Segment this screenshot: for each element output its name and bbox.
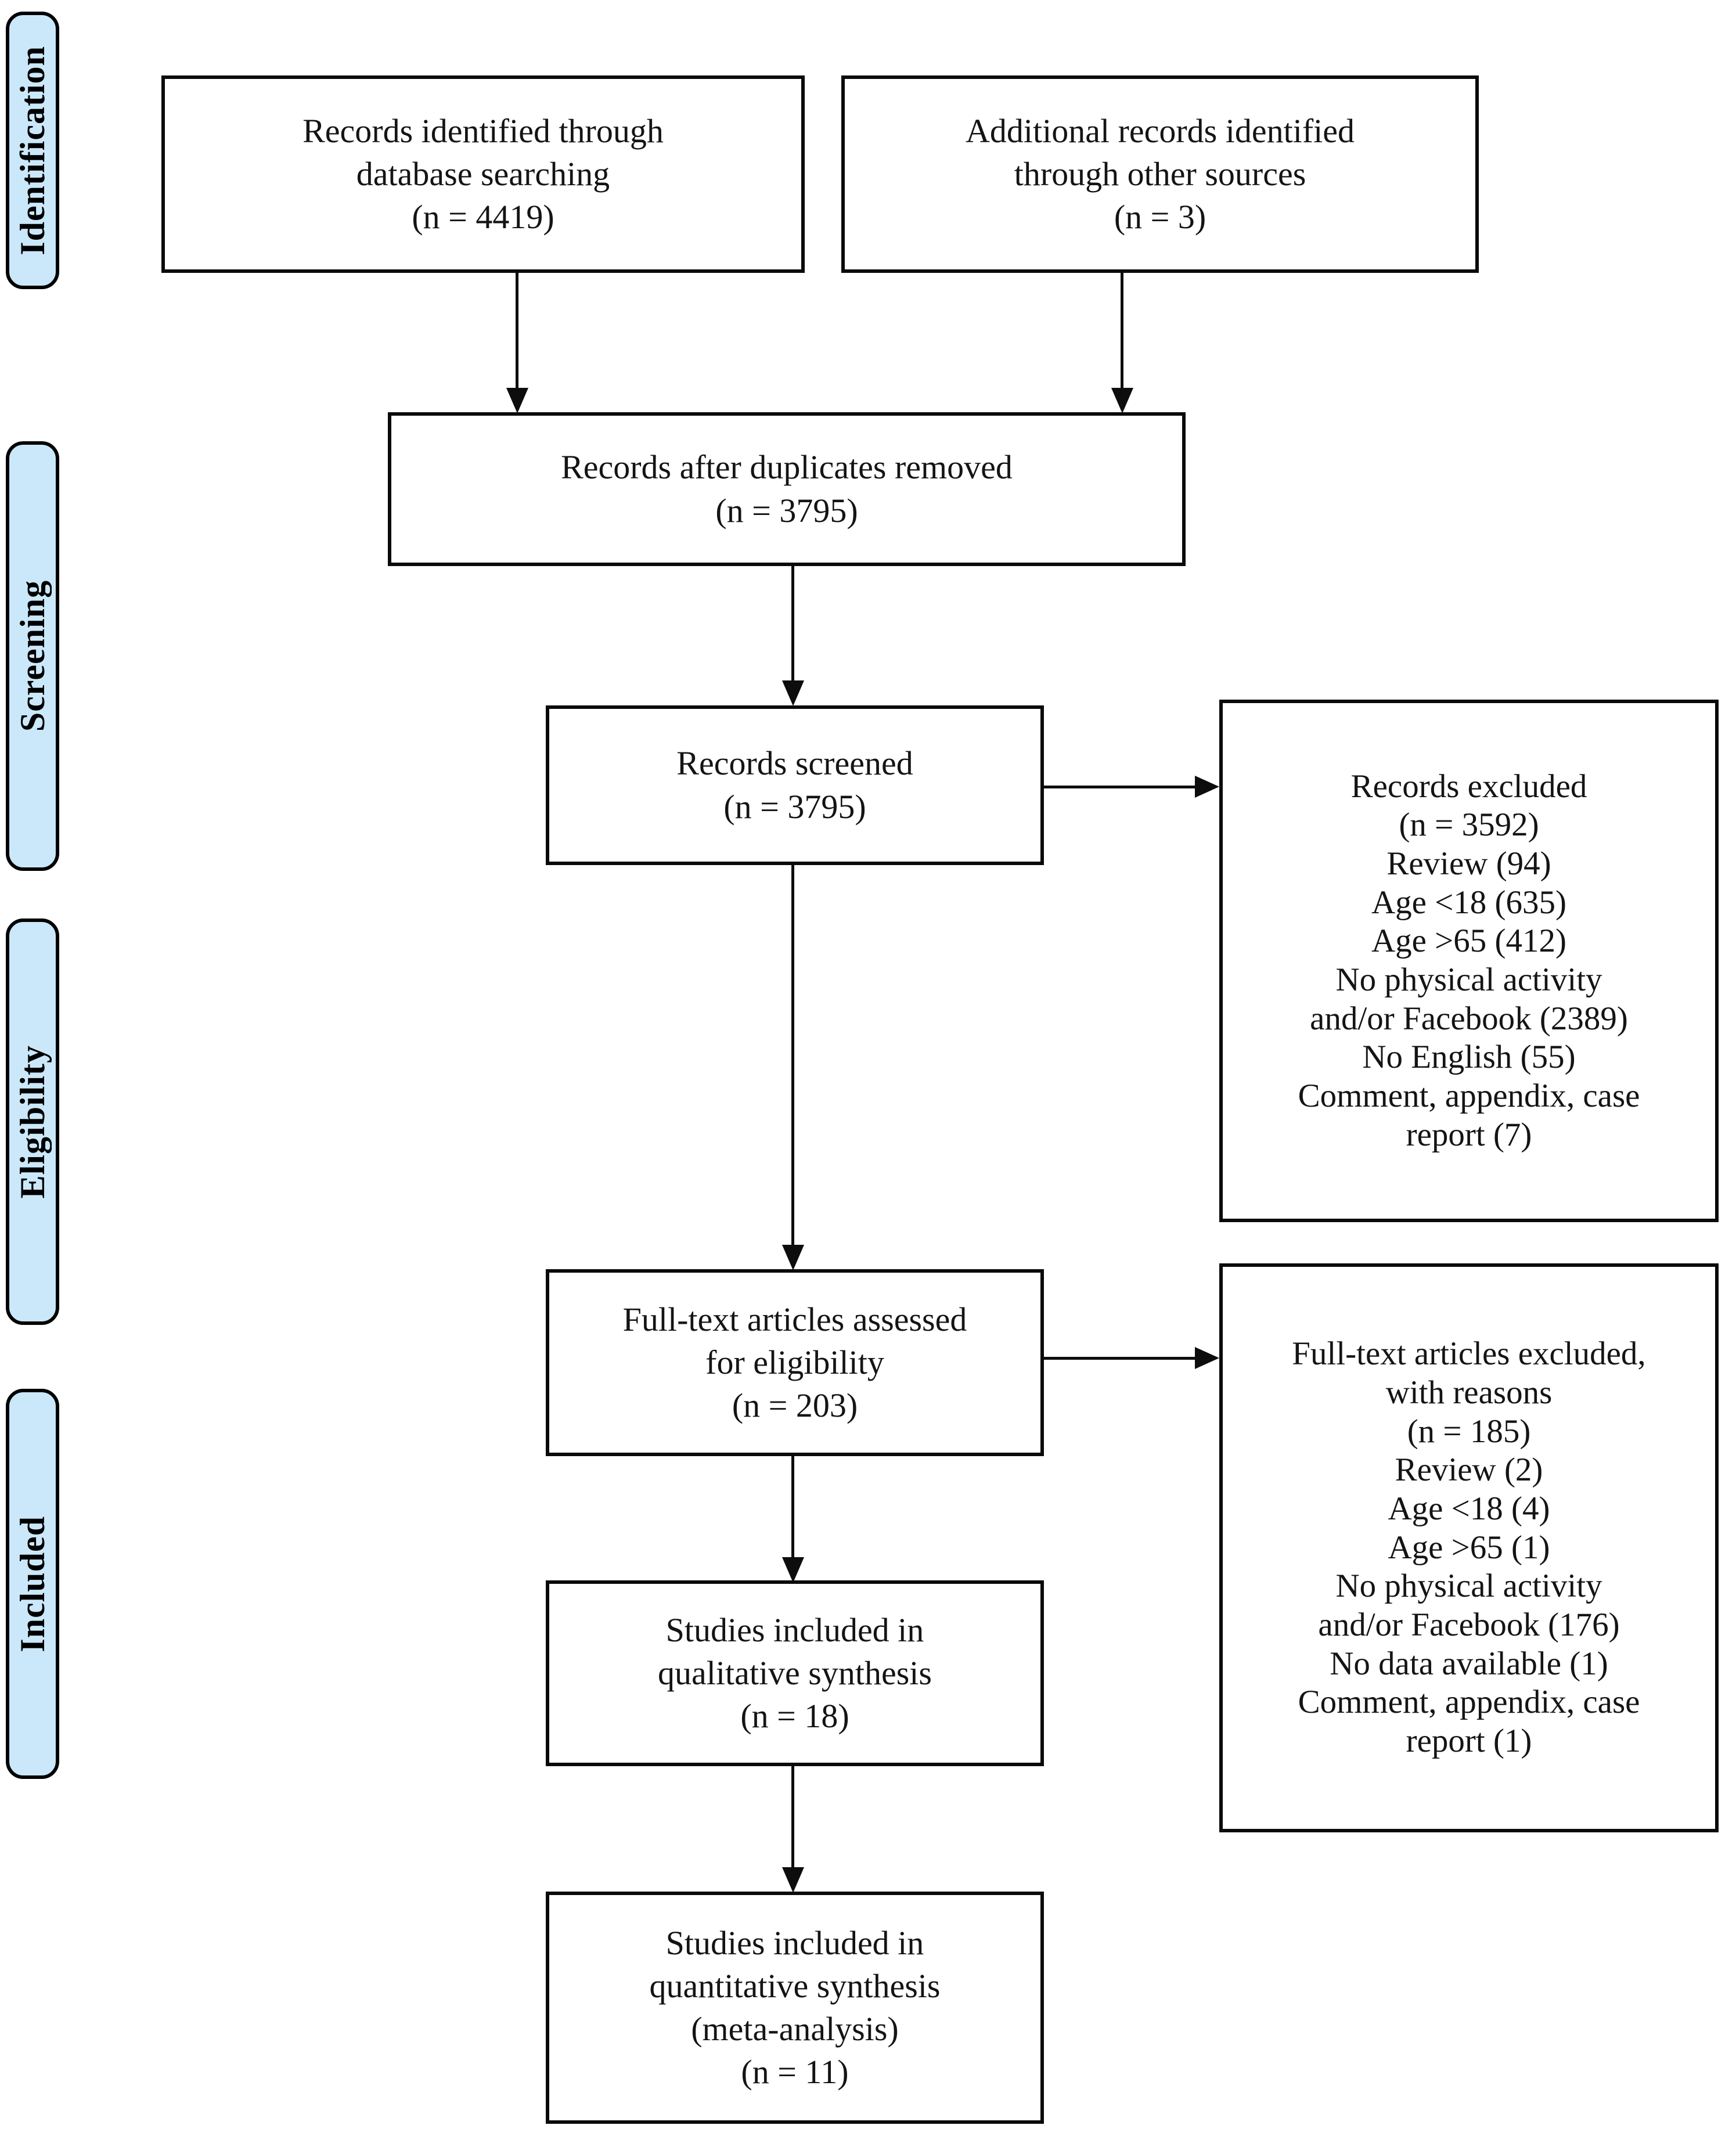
connector-qualitative-to-quantitative: [791, 1766, 794, 1871]
arrowhead-screened-to-excluded: [1195, 776, 1219, 798]
box-records-excluded-line-9: Comment, appendix, case: [1298, 1078, 1640, 1115]
box-records-excluded-line-8: No English (55): [1362, 1039, 1576, 1076]
stage-label-included-text: Included: [13, 1515, 52, 1652]
connector-additional-to-duplicates: [1121, 273, 1123, 402]
box-fulltext-excluded-line-4: Review (2): [1395, 1451, 1543, 1489]
arrowhead-fulltext-to-qualitative: [782, 1557, 804, 1583]
stage-label-identification: Identification: [6, 12, 59, 289]
box-fulltext-excluded-line-8: and/or Facebook (176): [1318, 1606, 1620, 1644]
box-additional-records-line-1: Additional records identified: [965, 111, 1355, 150]
box-records-excluded-line-4: Age <18 (635): [1371, 884, 1567, 921]
connector-identified-to-duplicates: [516, 273, 518, 402]
box-additional-records-line-3: (n = 3): [1114, 198, 1206, 236]
box-fulltext-assessed-line-3: (n = 203): [732, 1386, 858, 1425]
connector-screened-to-excluded: [1044, 786, 1201, 788]
box-fulltext-excluded-line-2: with reasons: [1385, 1374, 1553, 1411]
box-fulltext-excluded-line-7: No physical activity: [1335, 1568, 1602, 1605]
box-fulltext-assessed-line-2: for eligibility: [705, 1343, 884, 1381]
box-fulltext-excluded: Full-text articles excluded, with reason…: [1219, 1263, 1719, 1832]
arrowhead-fulltext-to-excluded: [1195, 1347, 1219, 1369]
box-records-identified: Records identified through database sear…: [161, 75, 805, 273]
box-records-excluded: Records excluded (n = 3592) Review (94) …: [1219, 700, 1719, 1222]
box-records-excluded-line-3: Review (94): [1386, 845, 1551, 882]
box-quantitative-synthesis-line-4: (n = 11): [741, 2053, 849, 2091]
box-records-screened-line-1: Records screened: [676, 744, 913, 783]
box-duplicates-removed-line-1: Records after duplicates removed: [561, 448, 1013, 487]
box-fulltext-assessed-line-1: Full-text articles assessed: [622, 1300, 967, 1338]
box-quantitative-synthesis: Studies included in quantitative synthes…: [546, 1892, 1044, 2124]
connector-fulltext-to-excluded: [1044, 1357, 1201, 1360]
box-fulltext-excluded-line-5: Age <18 (4): [1388, 1490, 1550, 1527]
box-records-excluded-line-10: report (7): [1406, 1116, 1532, 1153]
stage-label-included: Included: [6, 1389, 59, 1779]
box-records-excluded-line-6: No physical activity: [1335, 961, 1602, 998]
box-records-screened-line-2: (n = 3795): [723, 787, 866, 826]
box-duplicates-removed: Records after duplicates removed (n = 37…: [388, 412, 1186, 566]
arrowhead-additional-to-duplicates: [1111, 388, 1133, 413]
box-records-identified-line-3: (n = 4419): [412, 198, 554, 236]
box-records-identified-line-1: Records identified through: [302, 111, 664, 150]
box-fulltext-excluded-line-11: report (1): [1406, 1723, 1532, 1760]
stage-label-identification-text: Identification: [13, 45, 52, 255]
arrowhead-qualitative-to-quantitative: [782, 1867, 804, 1893]
box-records-excluded-line-5: Age >65 (412): [1371, 923, 1567, 960]
box-records-excluded-line-2: (n = 3592): [1399, 806, 1539, 844]
box-quantitative-synthesis-line-3: (meta-analysis): [691, 2010, 899, 2048]
stage-label-screening: Screening: [6, 441, 59, 871]
box-fulltext-excluded-line-9: No data available (1): [1330, 1645, 1608, 1682]
box-fulltext-excluded-line-1: Full-text articles excluded,: [1292, 1335, 1646, 1373]
stage-label-eligibility-text: Eligibility: [13, 1044, 52, 1199]
connector-screened-to-fulltext: [791, 865, 794, 1248]
connector-fulltext-to-qualitative: [791, 1456, 794, 1561]
box-quantitative-synthesis-line-2: quantitative synthesis: [649, 1966, 941, 2005]
box-records-identified-line-2: database searching: [356, 154, 610, 193]
box-fulltext-excluded-line-3: (n = 185): [1407, 1413, 1531, 1450]
arrowhead-identified-to-duplicates: [506, 388, 528, 413]
box-qualitative-synthesis-line-3: (n = 18): [740, 1697, 849, 1735]
box-fulltext-excluded-line-10: Comment, appendix, case: [1298, 1684, 1640, 1721]
box-additional-records-line-2: through other sources: [1014, 154, 1306, 193]
connector-duplicates-to-screened: [791, 566, 794, 683]
arrowhead-screened-to-fulltext: [782, 1245, 804, 1270]
box-records-screened: Records screened (n = 3795): [546, 705, 1044, 865]
arrowhead-duplicates-to-screened: [782, 680, 804, 706]
box-fulltext-excluded-line-6: Age >65 (1): [1388, 1529, 1550, 1566]
stage-label-screening-text: Screening: [13, 580, 52, 732]
stage-label-eligibility: Eligibility: [6, 918, 59, 1325]
box-fulltext-assessed: Full-text articles assessed for eligibil…: [546, 1269, 1044, 1456]
box-qualitative-synthesis-line-1: Studies included in: [665, 1611, 924, 1649]
box-duplicates-removed-line-2: (n = 3795): [715, 491, 858, 530]
box-records-excluded-line-1: Records excluded: [1350, 768, 1587, 805]
box-additional-records: Additional records identified through ot…: [841, 75, 1479, 273]
box-qualitative-synthesis: Studies included in qualitative synthesi…: [546, 1580, 1044, 1766]
box-quantitative-synthesis-line-1: Studies included in: [665, 1924, 924, 1962]
box-records-excluded-line-7: and/or Facebook (2389): [1310, 1000, 1628, 1037]
box-qualitative-synthesis-line-2: qualitative synthesis: [658, 1654, 932, 1692]
